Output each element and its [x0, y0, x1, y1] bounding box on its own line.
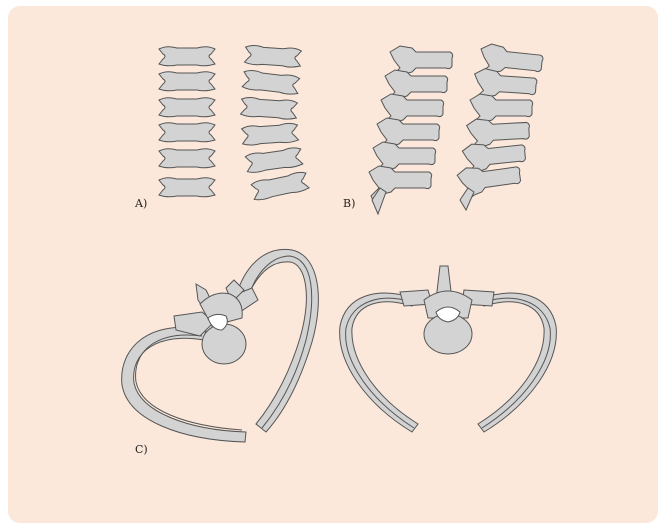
panel-a-scoliotic-column — [240, 45, 309, 201]
panel-b-label: B) — [343, 197, 355, 210]
panel-c-rotated-ribcage — [122, 249, 319, 442]
panel-b-normal-column — [369, 46, 453, 214]
panel-c-label: C) — [135, 443, 148, 456]
panel-a-normal-column — [159, 47, 215, 197]
panel-a-label: A) — [134, 197, 147, 210]
panel-c-normal-ribcage — [340, 266, 557, 432]
panel-b-kyphotic-column — [456, 43, 544, 210]
